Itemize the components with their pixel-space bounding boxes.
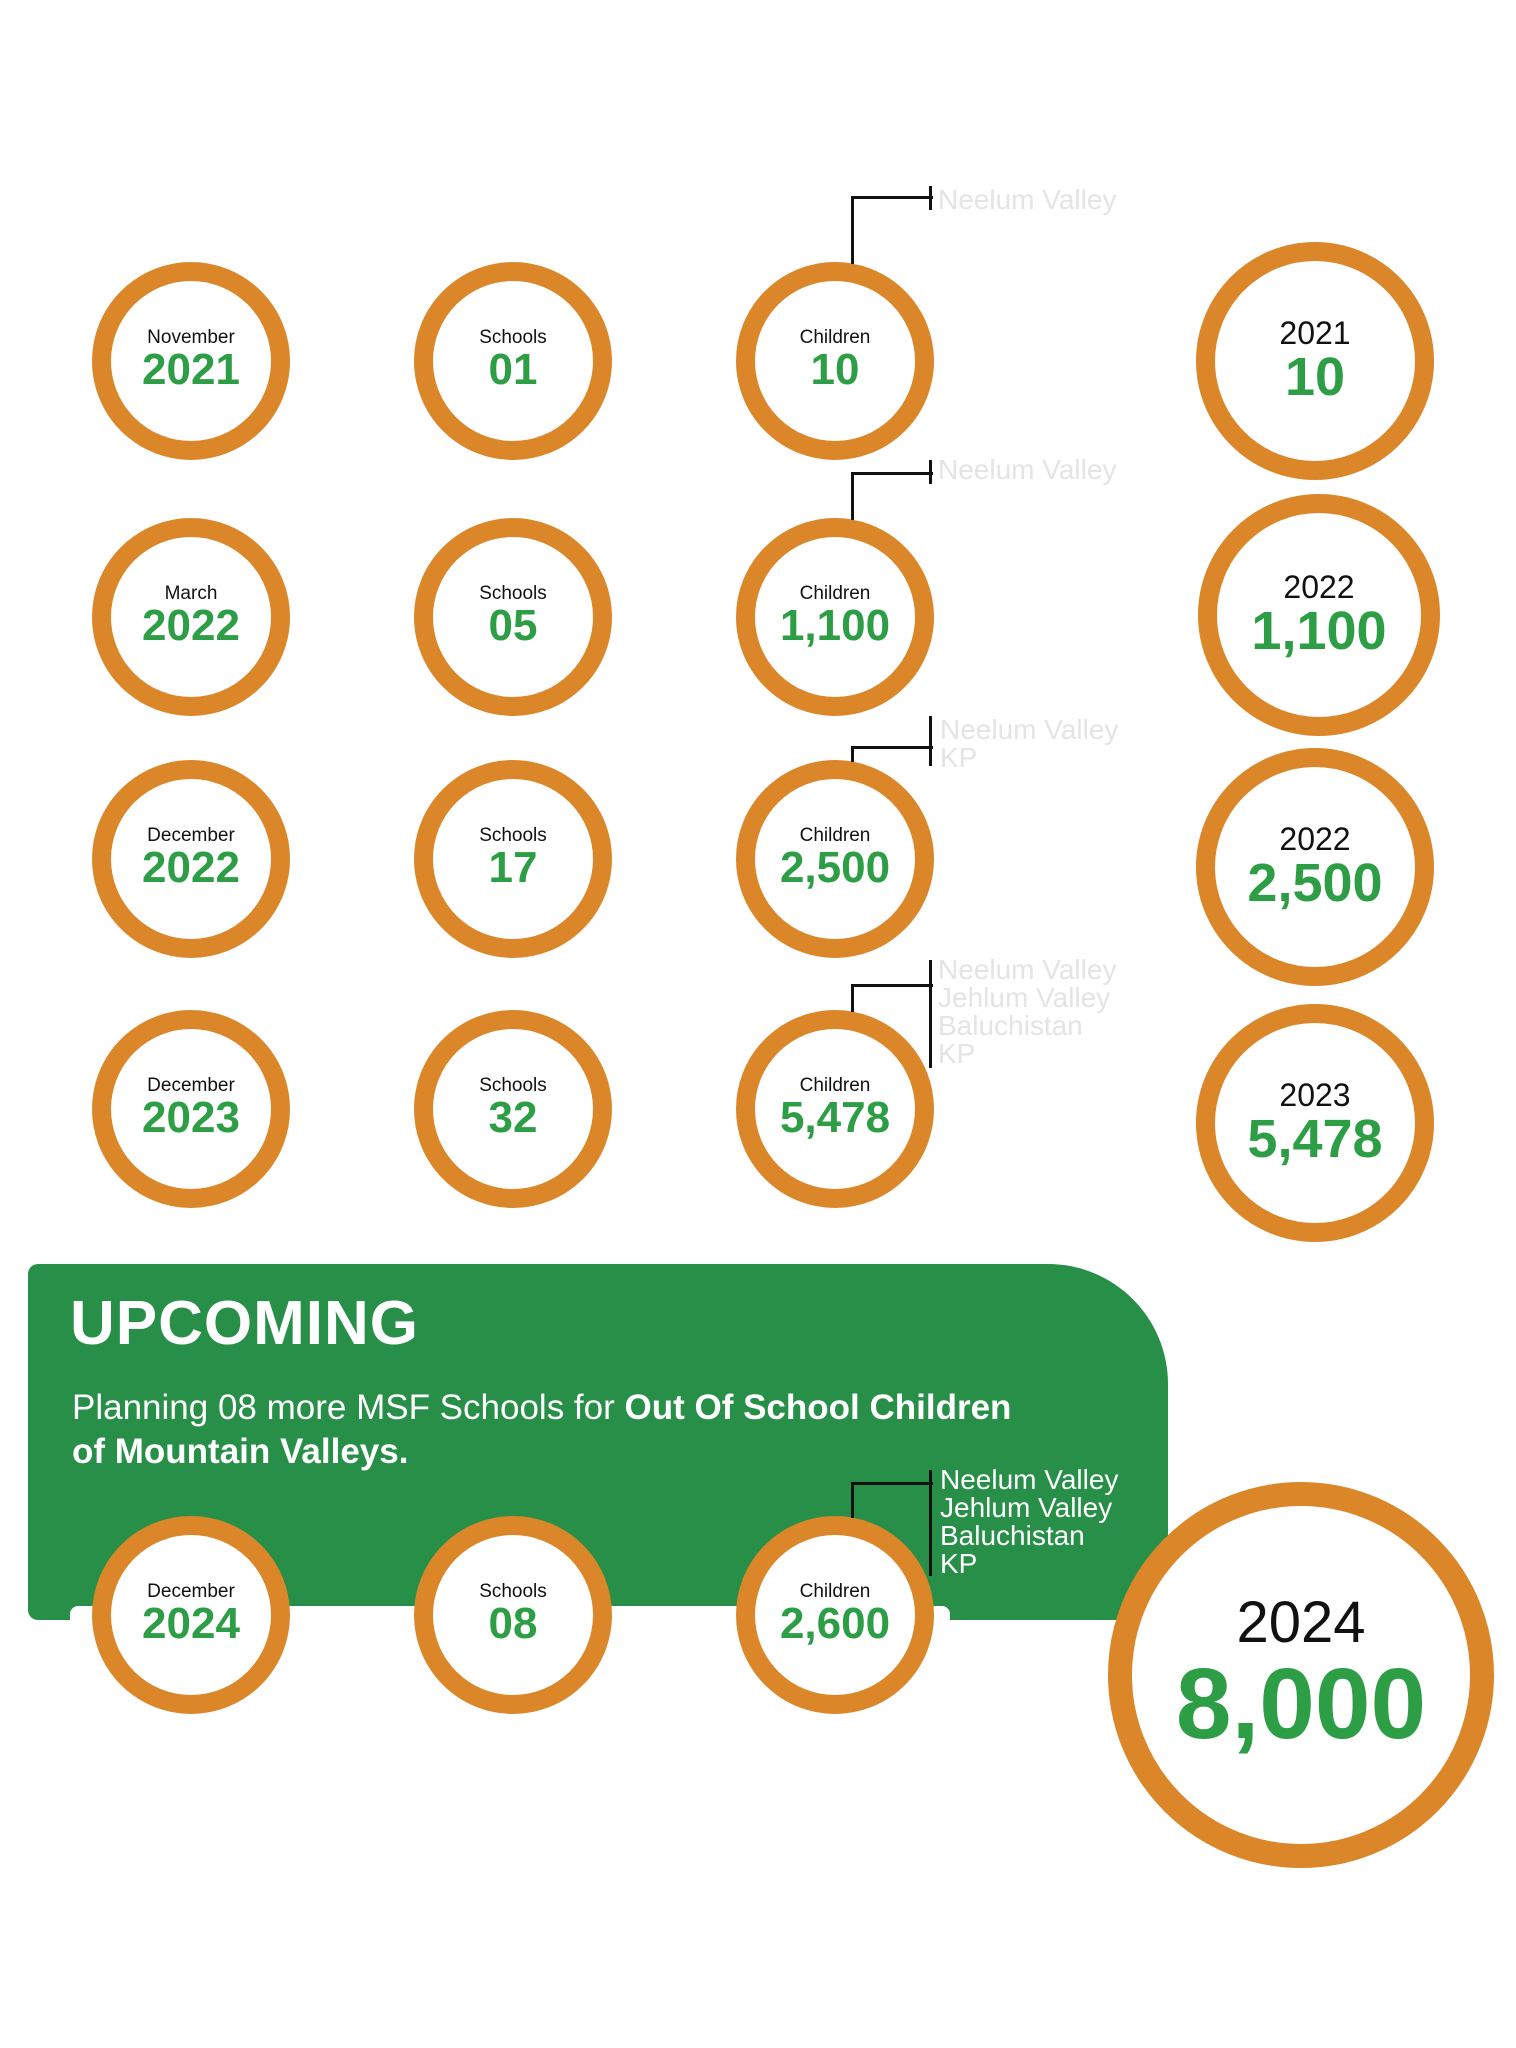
date-year: 2023 <box>142 1093 240 1143</box>
schools-circle: Schools 08 <box>414 1516 612 1714</box>
region-list: Neelum Valley <box>938 186 1116 214</box>
region-name: KP <box>938 1038 976 1069</box>
schools-circle: Schools 17 <box>414 760 612 958</box>
schools-count: 32 <box>488 1093 538 1143</box>
children-label: Children <box>799 825 871 847</box>
children-circle: Children 5,478 <box>736 1010 934 1208</box>
children-count: 1,100 <box>779 601 891 651</box>
children-circle: Children 2,500 <box>736 760 934 958</box>
schools-count: 17 <box>488 843 538 893</box>
schools-label: Schools <box>479 327 547 349</box>
date-year: 2022 <box>142 843 240 893</box>
upcoming-description-highlight: Out Of School Children of Mountain Valle… <box>72 1388 1012 1471</box>
schools-count: 05 <box>488 601 538 651</box>
summary-count: 10 <box>1284 346 1346 407</box>
region-name: Neelum Valley <box>940 1464 1119 1495</box>
region-name: Baluchistan <box>938 1010 1083 1041</box>
region-name: KP <box>940 1548 978 1579</box>
summary-count: 2,500 <box>1247 852 1383 913</box>
year-summary-circle: 2021 10 <box>1196 242 1434 480</box>
year-summary-circle: 2022 1,100 <box>1198 494 1440 736</box>
date-month: December <box>147 1581 235 1603</box>
children-count: 2,500 <box>779 843 891 893</box>
children-circle: Children 10 <box>736 262 934 460</box>
region-name: Neelum Valley <box>938 954 1117 985</box>
children-count: 2,600 <box>779 1599 891 1649</box>
target-summary-circle: 2024 8,000 <box>1108 1482 1494 1868</box>
children-label: Children <box>799 583 871 605</box>
date-month: March <box>164 583 218 605</box>
date-month: December <box>147 1075 235 1097</box>
year-summary-circle: 2022 2,500 <box>1196 748 1434 986</box>
date-month: December <box>147 825 235 847</box>
region-name: Neelum Valley <box>938 454 1117 485</box>
region-name: Jehlum Valley <box>938 982 1111 1013</box>
children-count: 5,478 <box>779 1093 891 1143</box>
date-circle-2022-dec: December 2022 <box>92 760 290 958</box>
summary-year: 2022 <box>1283 568 1355 605</box>
children-circle: Children 2,600 <box>736 1516 934 1714</box>
date-circle-2024: December 2024 <box>92 1516 290 1714</box>
schools-circle: Schools 05 <box>414 518 612 716</box>
region-name: Neelum Valley <box>940 714 1119 745</box>
date-circle-2023: December 2023 <box>92 1010 290 1208</box>
summary-year: 2021 <box>1279 314 1351 351</box>
schools-label: Schools <box>479 583 547 605</box>
upcoming-description: Planning 08 more MSF Schools for Out Of … <box>72 1386 1052 1474</box>
upcoming-title: UPCOMING <box>70 1289 419 1358</box>
region-name: Neelum Valley <box>938 184 1117 215</box>
children-label: Children <box>799 1075 871 1097</box>
children-circle: Children 1,100 <box>736 518 934 716</box>
upcoming-description-text: Planning 08 more MSF Schools for <box>72 1388 625 1427</box>
region-name: Baluchistan <box>940 1520 1085 1551</box>
schools-circle: Schools 32 <box>414 1010 612 1208</box>
date-circle-2022: March 2022 <box>92 518 290 716</box>
region-list: Neelum Valley KP <box>940 716 1118 772</box>
date-circle-2021: November 2021 <box>92 262 290 460</box>
region-name: KP <box>940 742 978 773</box>
schools-count: 01 <box>488 345 538 395</box>
region-name: Jehlum Valley <box>940 1492 1113 1523</box>
summary-year: 2024 <box>1236 1589 1366 1655</box>
region-list: Neelum Valley Jehlum Valley Baluchistan … <box>940 1466 1118 1578</box>
summary-year: 2022 <box>1279 820 1351 857</box>
summary-year: 2023 <box>1279 1076 1351 1113</box>
schools-label: Schools <box>479 1581 547 1603</box>
schools-count: 08 <box>488 1599 538 1649</box>
children-label: Children <box>799 327 871 349</box>
children-count: 10 <box>810 345 860 395</box>
schools-label: Schools <box>479 825 547 847</box>
summary-count: 5,478 <box>1247 1108 1383 1169</box>
year-summary-circle: 2023 5,478 <box>1196 1004 1434 1242</box>
region-list: Neelum Valley Jehlum Valley Baluchistan … <box>938 956 1116 1068</box>
date-year: 2022 <box>142 601 240 651</box>
summary-count: 1,100 <box>1251 600 1387 661</box>
schools-label: Schools <box>479 1075 547 1097</box>
date-year: 2024 <box>142 1599 240 1649</box>
summary-count: 8,000 <box>1175 1647 1427 1760</box>
date-month: November <box>147 327 235 349</box>
date-year: 2021 <box>142 345 240 395</box>
schools-circle: Schools 01 <box>414 262 612 460</box>
children-label: Children <box>799 1581 871 1603</box>
region-list: Neelum Valley <box>938 456 1116 484</box>
